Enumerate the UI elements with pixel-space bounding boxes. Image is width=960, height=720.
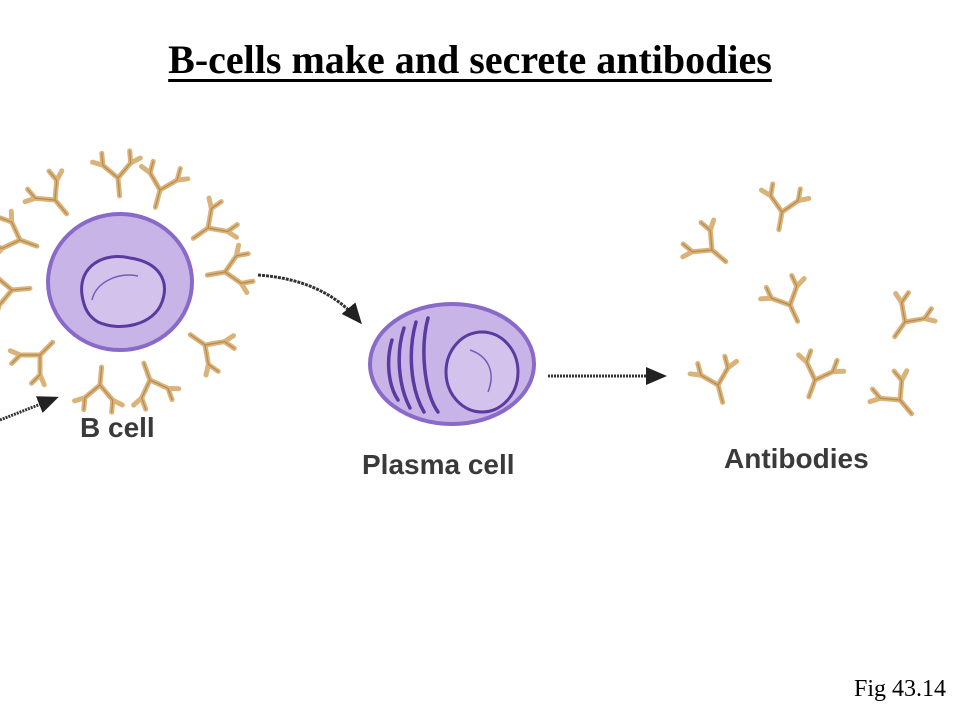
differentiation-arrow	[257, 273, 362, 325]
b-cell	[0, 150, 255, 413]
plasma-cell	[368, 302, 536, 426]
b-cell-nucleus	[80, 255, 166, 328]
free-antibodies	[677, 182, 940, 429]
incoming-arrow	[0, 396, 59, 422]
antibodies-label: Antibodies	[724, 443, 869, 474]
plasma-cell-nucleus	[444, 330, 520, 414]
plasma-cell-label: Plasma cell	[362, 449, 515, 480]
b-cell-label: B cell	[80, 412, 155, 443]
figure-reference: Fig 43.14	[853, 676, 946, 702]
slide-title: B-cells make and secrete antibodies	[168, 37, 772, 82]
plasma-cell-er	[386, 316, 440, 414]
